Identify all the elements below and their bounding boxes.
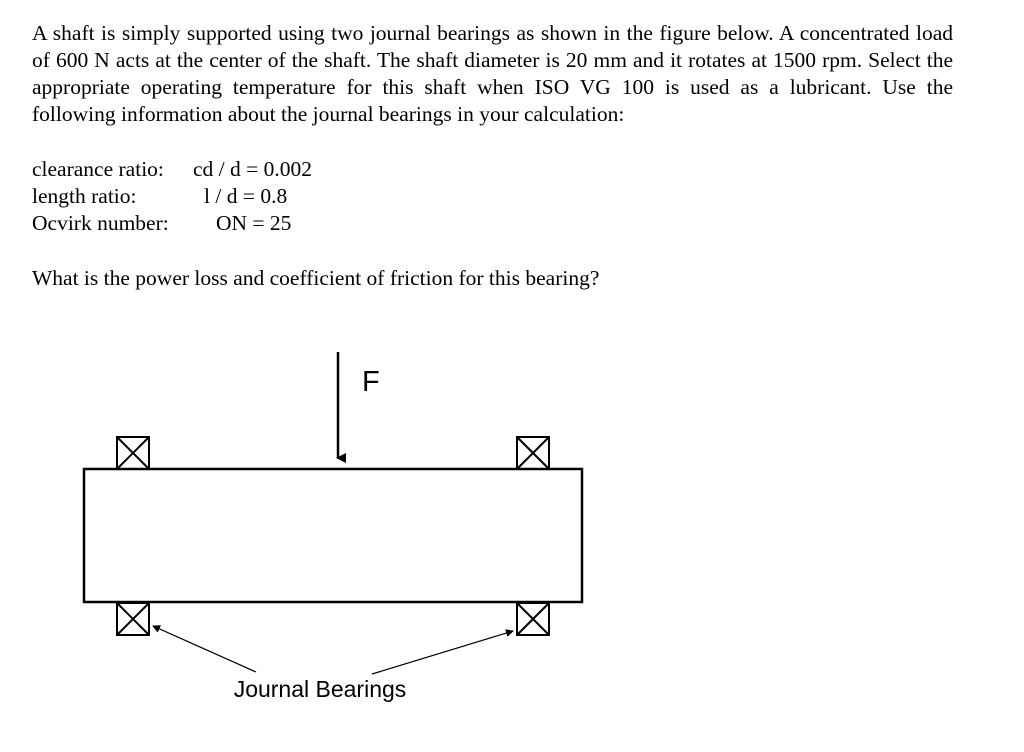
param-value: cd / d = 0.002 [193, 157, 313, 181]
journal-bearings-label: Journal Bearings [234, 676, 407, 702]
shaft-body [82, 467, 584, 604]
param-label: length ratio: [32, 184, 137, 208]
param-label: Ocvirk number: [32, 211, 169, 235]
question-text: What is the power loss and coefficient o… [32, 266, 600, 290]
leader-line-left [152, 625, 257, 673]
param-value: ON = 25 [216, 211, 292, 235]
param-label: clearance ratio: [32, 157, 164, 181]
bearing-top-right-icon [516, 436, 550, 470]
bearing-top-left-icon [116, 436, 150, 470]
bearing-bottom-right-icon [516, 602, 550, 636]
leader-line-right [371, 629, 514, 675]
force-label: F [362, 366, 380, 398]
problem-statement: A shaft is simply supported using two jo… [32, 21, 953, 126]
bearing-bottom-left-icon [116, 602, 150, 636]
param-value: l / d = 0.8 [204, 184, 288, 208]
